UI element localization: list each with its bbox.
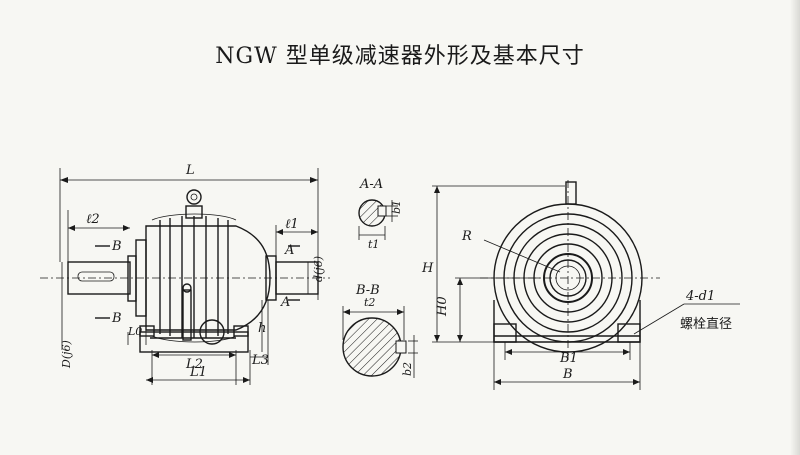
dim-b1: b1 — [390, 200, 403, 214]
dim-H: H — [421, 261, 434, 276]
dim-B: B — [562, 367, 573, 382]
section-title-bb: B-B — [355, 283, 380, 298]
dim-D: D(j6) — [60, 340, 73, 369]
side-view: L ℓ2 B B D(j6) L0 L2 L1 L3 ℓ1 A A d(j6) … — [40, 163, 330, 385]
dim-L0: L0 — [127, 325, 142, 338]
dim-L3: L3 — [251, 353, 269, 368]
front-view: H H0 R B1 B — [421, 180, 740, 390]
bolt-diameter-note: 螺栓直径 — [680, 317, 732, 332]
dim-t2: t2 — [364, 296, 375, 309]
dim-h: h — [258, 321, 266, 336]
dim-b2: b2 — [401, 362, 414, 376]
section-mark-a-top: A — [284, 243, 294, 258]
drawing-title: NGW 型单级减速器外形及基本尺寸 — [215, 44, 585, 69]
dim-4-d1: 4-d1 — [685, 289, 715, 304]
dim-L2: L2 — [185, 357, 203, 372]
dim-L: L — [185, 163, 195, 178]
section-mark-a-bottom: A — [280, 295, 290, 310]
section-mark-b-top: B — [111, 239, 122, 254]
dim-B1: B1 — [559, 351, 578, 366]
section-views: A-A t1 b1 B-B t2 b2 — [342, 177, 418, 378]
dim-t1: t1 — [368, 238, 379, 251]
page-edge-shadow — [790, 0, 800, 455]
dim-R: R — [461, 229, 472, 244]
dim-l1: ℓ1 — [285, 217, 299, 232]
dim-H0: H0 — [435, 296, 450, 317]
section-mark-b-bottom: B — [111, 311, 122, 326]
section-title-aa: A-A — [359, 177, 383, 192]
dim-l2: ℓ2 — [86, 212, 100, 227]
dim-L1: L1 — [189, 365, 207, 380]
dim-d: d(j6) — [312, 256, 325, 282]
